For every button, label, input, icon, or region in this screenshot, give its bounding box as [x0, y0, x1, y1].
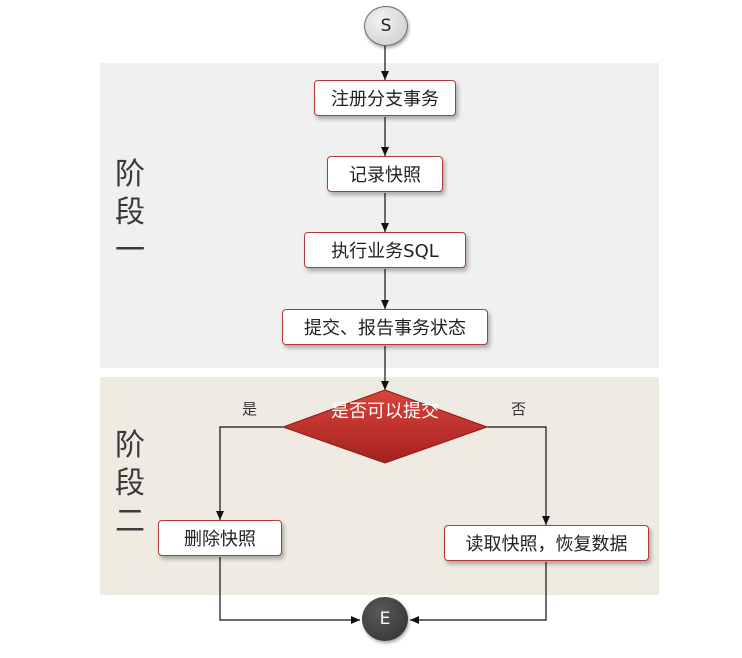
decision-label: 是否可以提交: [331, 401, 439, 422]
edge-decision-yes: [216, 426, 283, 520]
yes-branch-label: 是: [242, 400, 258, 418]
no-branch-label: 否: [511, 400, 527, 418]
decision-diamond: [281, 389, 489, 464]
end-node: E: [362, 597, 408, 641]
phase-one-label: 阶段一: [115, 157, 145, 268]
edge-decision-no: [487, 426, 550, 525]
edge-restore-end: [410, 562, 547, 624]
submit-report-box: 提交、报告事务状态: [282, 309, 488, 345]
record-snapshot-box: 记录快照: [327, 156, 443, 192]
delete-snapshot-box: 删除快照: [158, 520, 282, 556]
execute-sql-box: 执行业务SQL: [304, 232, 466, 268]
restore-data-box: 读取快照，恢复数据: [444, 525, 649, 561]
phase-two-label: 阶段二: [115, 428, 145, 539]
register-branch-box: 注册分支事务: [314, 80, 456, 116]
edge-delete-end: [219, 557, 360, 624]
start-node: S: [364, 6, 408, 46]
